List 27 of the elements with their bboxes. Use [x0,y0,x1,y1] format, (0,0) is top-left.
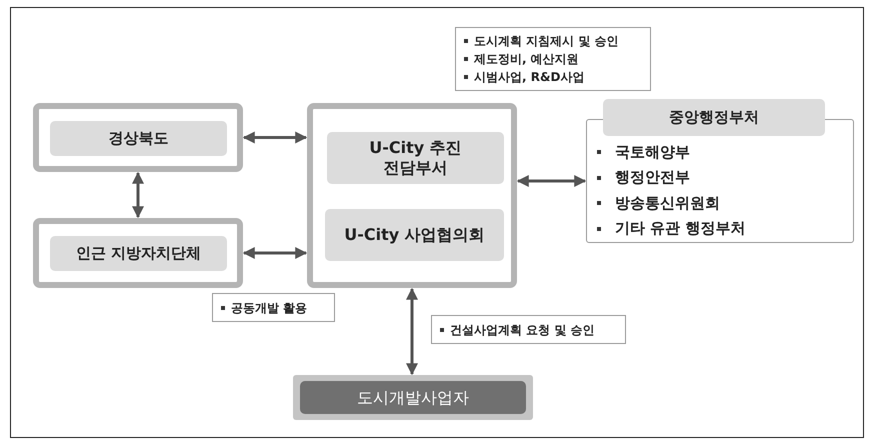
list-item: 방송통신위원회 [615,194,720,212]
double-arrow [132,172,144,218]
double-arrow [242,132,308,144]
list-item: 국토해양부 [615,142,690,162]
group-frame [33,103,243,172]
node-label: 경상북도 [50,121,227,156]
note-box [212,293,335,322]
group-frame [307,103,517,288]
process-box: U-City 추진 전담부서 [327,132,504,184]
note-text: 공동개발 활용 [231,300,308,316]
double-arrow [406,288,418,376]
note-box [431,315,626,344]
note-box [455,27,651,91]
process-box: U-City 사업협의회 [325,209,504,261]
group-frame [33,218,243,288]
node-label: 도시개발사업자 [300,381,526,414]
double-arrow [242,247,308,259]
note-text: 시범사업, R&D사업 [474,69,584,86]
note-text: 건설사업계획 요청 및 승인 [450,322,595,338]
double-arrow [516,175,586,187]
note-text: 제도정비, 예산지원 [474,51,579,68]
note-text: 도시계획 지침제시 및 승인 [474,33,619,50]
panel-heading: 중앙행정부처 [603,99,825,136]
process-box [293,375,533,420]
node-label: 인근 지방자치단체 [50,236,227,271]
list-item: 기타 유관 행정부처 [615,219,746,238]
list-item: 행정안전부 [615,168,690,187]
